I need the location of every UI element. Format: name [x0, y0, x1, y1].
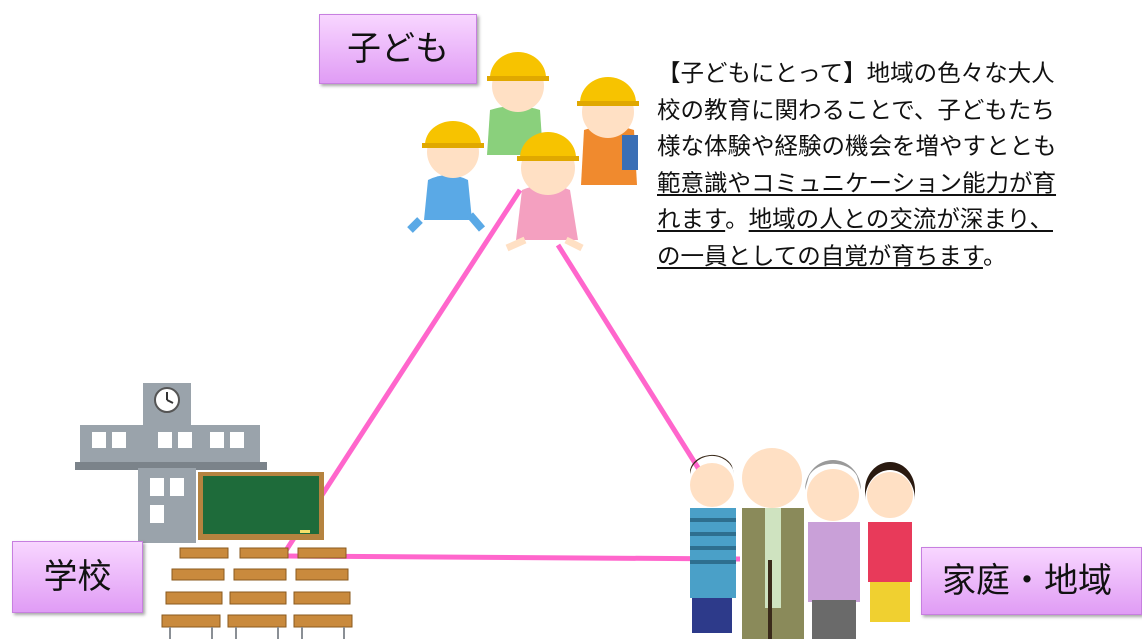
blackboard-illustration — [198, 472, 324, 540]
node-label-child: 子ども — [319, 14, 477, 84]
description-line-4: 範意識やコミュニケーション能力が育 — [657, 165, 1142, 202]
description-line-6-underlined: の一員としての自覚が育ちます — [657, 241, 983, 270]
node-label-child-text: 子ども — [347, 29, 449, 69]
school-building-illustration — [75, 383, 267, 543]
description-line-1: 【子どもにとって】地域の色々な大人 — [657, 59, 1055, 87]
description-line-5-underlined-a: れます — [657, 205, 726, 233]
description-line-2: 校の教育に関わることで、子どもたち — [657, 95, 1055, 124]
description-line-5-punct: 。 — [725, 205, 749, 233]
line-child-home — [555, 243, 715, 492]
children-illustration — [407, 52, 639, 252]
description-line-5-underlined-b: 地域の人との交流が深まり、 — [748, 205, 1053, 233]
description-text: 【子どもにとって】地域の色々な大人 校の教育に関わることで、子どもたち 様な体験… — [657, 55, 1142, 274]
description-line-5: れます。地域の人との交流が深まり、 — [657, 201, 1142, 238]
classroom-desks-illustration — [161, 547, 353, 639]
description-line-6: の一員としての自覚が育ちます。 — [657, 238, 1142, 275]
description-line-6-punct: 。 — [982, 241, 1007, 270]
node-label-home-community: 家庭・地域 — [921, 547, 1142, 615]
node-label-home-community-text: 家庭・地域 — [942, 561, 1112, 601]
description-line-4-underlined: 範意識やコミュニケーション能力が育 — [657, 168, 1057, 197]
node-label-school: 学校 — [12, 541, 143, 613]
description-line-3: 様な体験や経験の機会を増やすととも — [657, 132, 1057, 160]
line-child-school — [282, 188, 523, 554]
line-school-home — [284, 553, 741, 562]
connector-lines — [282, 188, 741, 562]
community-people-illustration — [689, 448, 915, 639]
node-label-school-text: 学校 — [43, 557, 112, 597]
